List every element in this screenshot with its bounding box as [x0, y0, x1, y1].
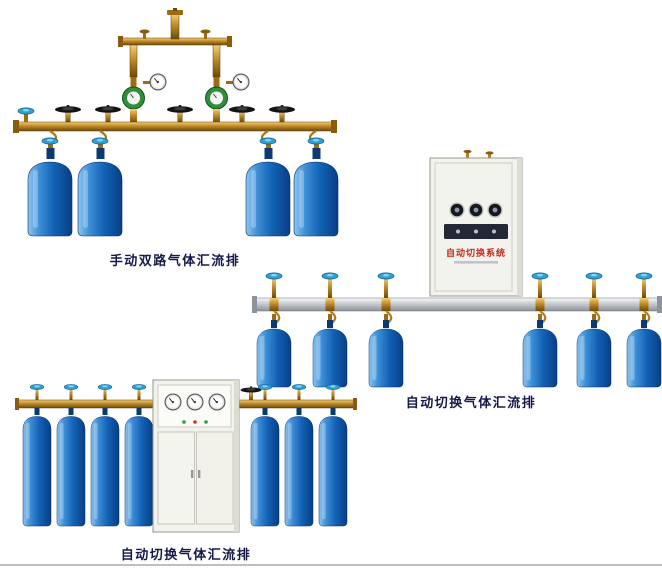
left-regulator-gauge-set: [122, 73, 167, 110]
cylinder-connection: [307, 129, 325, 159]
shutoff-valve: [166, 104, 194, 123]
manifold-bar: [252, 296, 662, 313]
cabinet-title: 自动切换系统: [446, 247, 506, 258]
left-stem: [130, 109, 137, 123]
product-figure-manual-dual: 手动双路气体汇流排: [10, 8, 340, 269]
gas-cylinder: [27, 161, 73, 237]
auto-switch-floor-manifold-illustration: [15, 379, 357, 533]
right-regulator-gauge-set: [205, 73, 250, 110]
cabinet-subtitle-line: [454, 261, 498, 264]
gas-cylinder: [56, 416, 86, 527]
right-stem: [213, 109, 220, 123]
pressure-gauge: [149, 73, 167, 91]
cylinder-connection: [41, 129, 59, 159]
top-header-pipe: [118, 8, 232, 47]
main-manifold-pipe: [13, 120, 337, 133]
cylinder-station: [312, 272, 348, 388]
gas-cylinder: [124, 416, 154, 527]
right-drop-pipe: [212, 44, 221, 78]
shutoff-valve: [228, 104, 256, 123]
left-drop-pipe: [129, 44, 138, 78]
gas-cylinder: [22, 416, 52, 527]
floor-cabinet: [152, 379, 240, 533]
cylinder-station: [250, 383, 280, 527]
gas-cylinder: [250, 416, 280, 527]
gas-cylinder: [626, 328, 662, 388]
indicator-light-red: [193, 420, 197, 424]
end-handwheel: [17, 107, 35, 122]
cylinder-station: [318, 383, 348, 527]
product-figure-auto-switch-wall: 自动切换系统: [252, 150, 662, 411]
product-caption: 手动双路气体汇流排: [109, 253, 241, 268]
cylinder-connection: [259, 129, 277, 159]
bottom-divider-line: [0, 564, 662, 566]
gas-cylinder: [90, 416, 120, 527]
indicator-light-green: [182, 420, 186, 424]
gas-cylinder: [576, 328, 612, 388]
auto-switch-wall-manifold-illustration: 自动切换系统: [252, 150, 662, 388]
shutoff-valve: [54, 104, 82, 123]
product-caption: 自动切换气体汇流排: [120, 547, 252, 562]
cylinder-station: [22, 383, 52, 527]
cylinder-station: [522, 272, 558, 388]
gas-cylinder: [77, 161, 123, 237]
indicator-light-green: [204, 420, 208, 424]
gas-cylinder: [318, 416, 348, 527]
manual-dual-manifold-illustration: [13, 8, 339, 237]
gas-cylinder: [284, 416, 314, 527]
cylinder-station: [284, 383, 314, 527]
cabinet-gauges: [164, 393, 226, 411]
pressure-gauge: [232, 73, 250, 91]
cabinet-doors: [157, 431, 234, 525]
product-figure-auto-switch-floor: 自动切换气体汇流排: [15, 378, 357, 563]
cylinder-station: [576, 272, 612, 388]
cylinder-station: [626, 272, 662, 388]
cylinder-station: [90, 383, 120, 527]
cylinder-station: [124, 383, 154, 527]
shutoff-valve: [94, 104, 122, 123]
cylinder-station: [256, 272, 292, 388]
shutoff-valve: [268, 104, 296, 123]
gas-cylinder: [368, 328, 404, 388]
cylinder-station: [368, 272, 404, 388]
cylinder-connection: [91, 129, 109, 159]
cabinet-gauges: [449, 202, 503, 218]
gas-cylinder: [522, 328, 558, 388]
cylinder-station: [56, 383, 86, 527]
control-cabinet: 自动切换系统: [429, 150, 523, 297]
product-caption: 自动切换气体汇流排: [405, 395, 537, 410]
shutoff-valve: [240, 385, 262, 401]
